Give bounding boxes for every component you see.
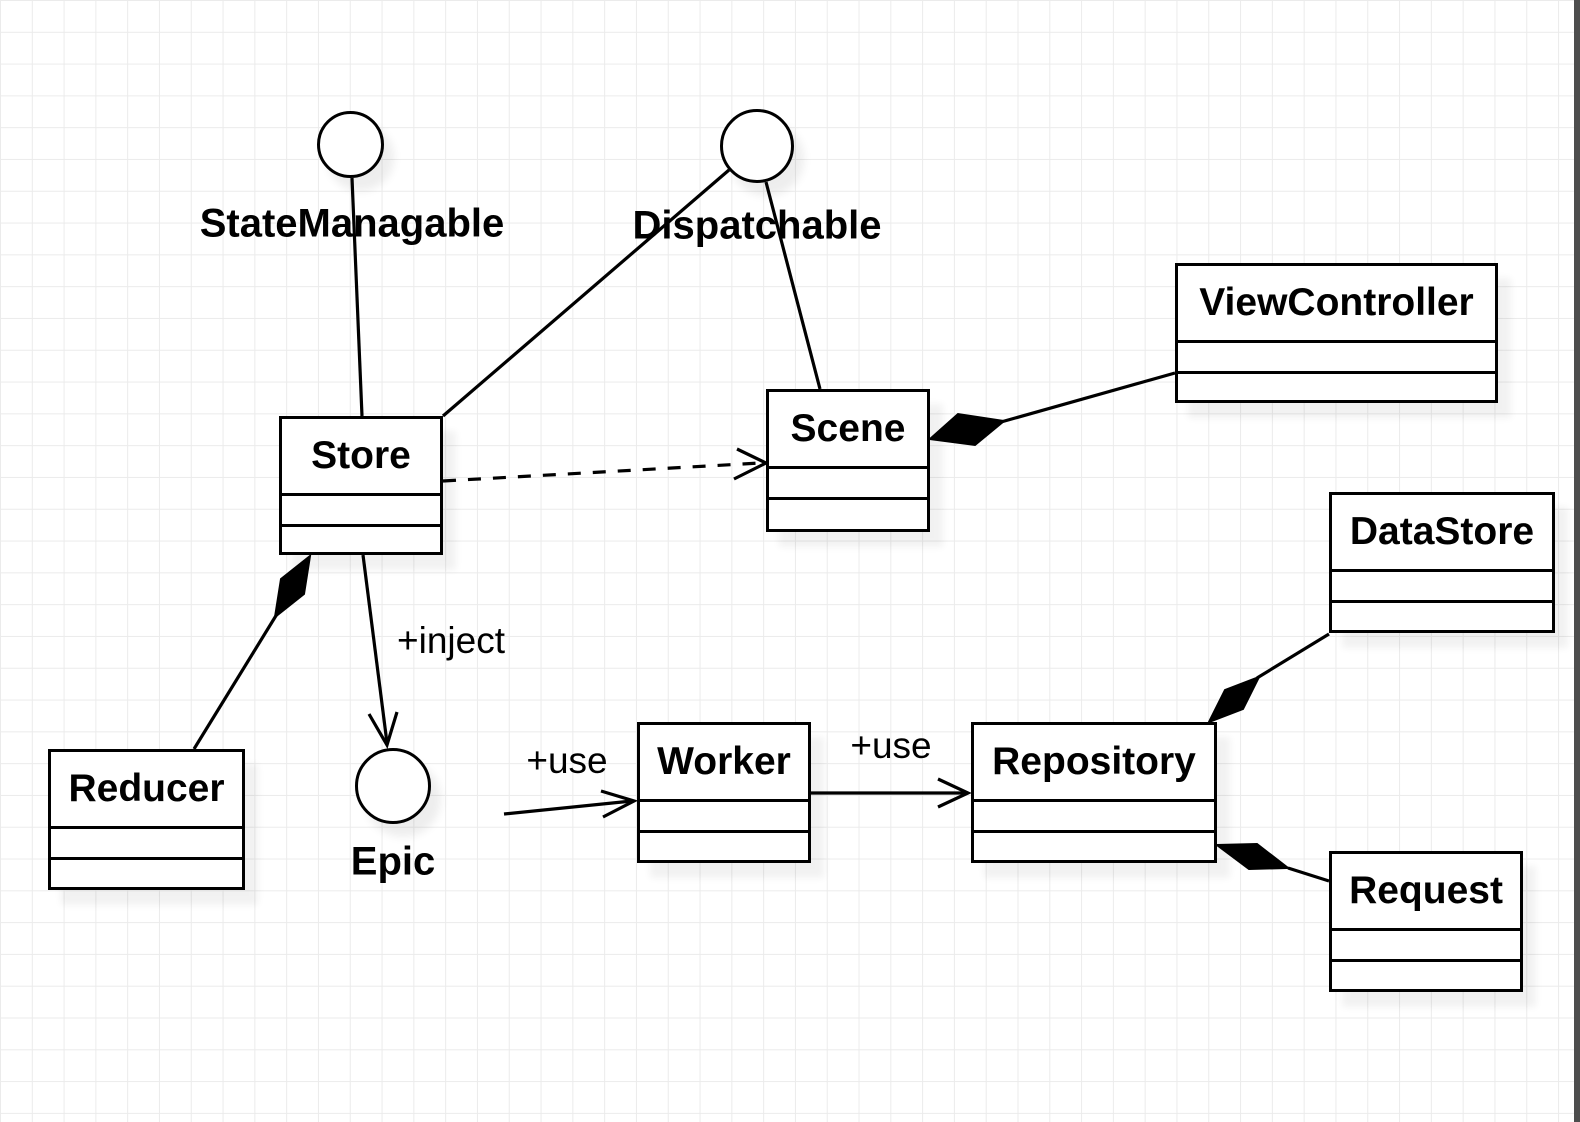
class-attributes-scene xyxy=(769,469,927,500)
class-request[interactable]: Request xyxy=(1329,851,1523,992)
edge-dispatchable-store[interactable] xyxy=(441,168,731,418)
class-title-request: Request xyxy=(1332,854,1520,931)
interface-label-statemanagable: StateManagable xyxy=(199,201,505,246)
interface-circle-statemanagable[interactable] xyxy=(317,111,384,178)
class-title-datastore: DataStore xyxy=(1332,495,1552,572)
edge-store-epic-inject[interactable] xyxy=(361,554,399,749)
class-title-store: Store xyxy=(282,419,440,496)
interface-circle-epic[interactable] xyxy=(355,748,431,824)
class-worker[interactable]: Worker xyxy=(637,722,811,863)
edge-worker-repository-use[interactable] xyxy=(811,777,972,809)
class-methods-repository xyxy=(974,833,1214,860)
class-viewcontroller[interactable]: ViewController xyxy=(1175,263,1498,403)
class-repository[interactable]: Repository xyxy=(971,722,1217,863)
interface-label-epic: Epic xyxy=(350,839,436,884)
class-datastore[interactable]: DataStore xyxy=(1329,492,1555,633)
class-attributes-repository xyxy=(974,802,1214,833)
class-methods-scene xyxy=(769,500,927,529)
class-title-reducer: Reducer xyxy=(51,752,242,829)
edge-scene-viewcontroller-composition[interactable] xyxy=(927,371,1176,447)
class-methods-request xyxy=(1332,962,1520,989)
class-title-scene: Scene xyxy=(769,392,927,469)
interface-circle-dispatchable[interactable] xyxy=(720,109,794,183)
class-attributes-datastore xyxy=(1332,572,1552,603)
class-store[interactable]: Store xyxy=(279,416,443,555)
edge-epic-worker-use[interactable] xyxy=(503,789,639,819)
class-attributes-reducer xyxy=(51,829,242,860)
edge-repository-datastore-composition[interactable] xyxy=(1206,632,1330,724)
edge-store-scene-dependency[interactable] xyxy=(442,447,770,483)
class-title-viewcontroller: ViewController xyxy=(1178,266,1495,343)
class-methods-worker xyxy=(640,833,808,860)
class-reducer[interactable]: Reducer xyxy=(48,749,245,890)
class-title-repository: Repository xyxy=(974,725,1214,802)
class-methods-datastore xyxy=(1332,603,1552,630)
class-attributes-store xyxy=(282,496,440,527)
edge-label-use-repository: +use xyxy=(850,725,932,766)
class-title-worker: Worker xyxy=(640,725,808,802)
edge-dispatchable-scene[interactable] xyxy=(764,181,822,390)
edge-statemanagable-store[interactable] xyxy=(350,177,364,417)
class-attributes-request xyxy=(1332,931,1520,962)
edge-label-inject: +inject xyxy=(397,620,505,661)
class-methods-reducer xyxy=(51,860,242,887)
class-methods-viewcontroller xyxy=(1178,374,1495,400)
edge-label-use-worker: +use xyxy=(526,740,608,781)
vertical-scrollbar[interactable] xyxy=(1574,0,1580,1122)
edge-store-reducer-composition[interactable] xyxy=(192,553,312,750)
interface-label-dispatchable: Dispatchable xyxy=(632,203,882,248)
class-attributes-viewcontroller xyxy=(1178,343,1495,374)
class-scene[interactable]: Scene xyxy=(766,389,930,532)
class-methods-store xyxy=(282,527,440,552)
edge-repository-request-composition[interactable] xyxy=(1214,842,1330,883)
class-attributes-worker xyxy=(640,802,808,833)
